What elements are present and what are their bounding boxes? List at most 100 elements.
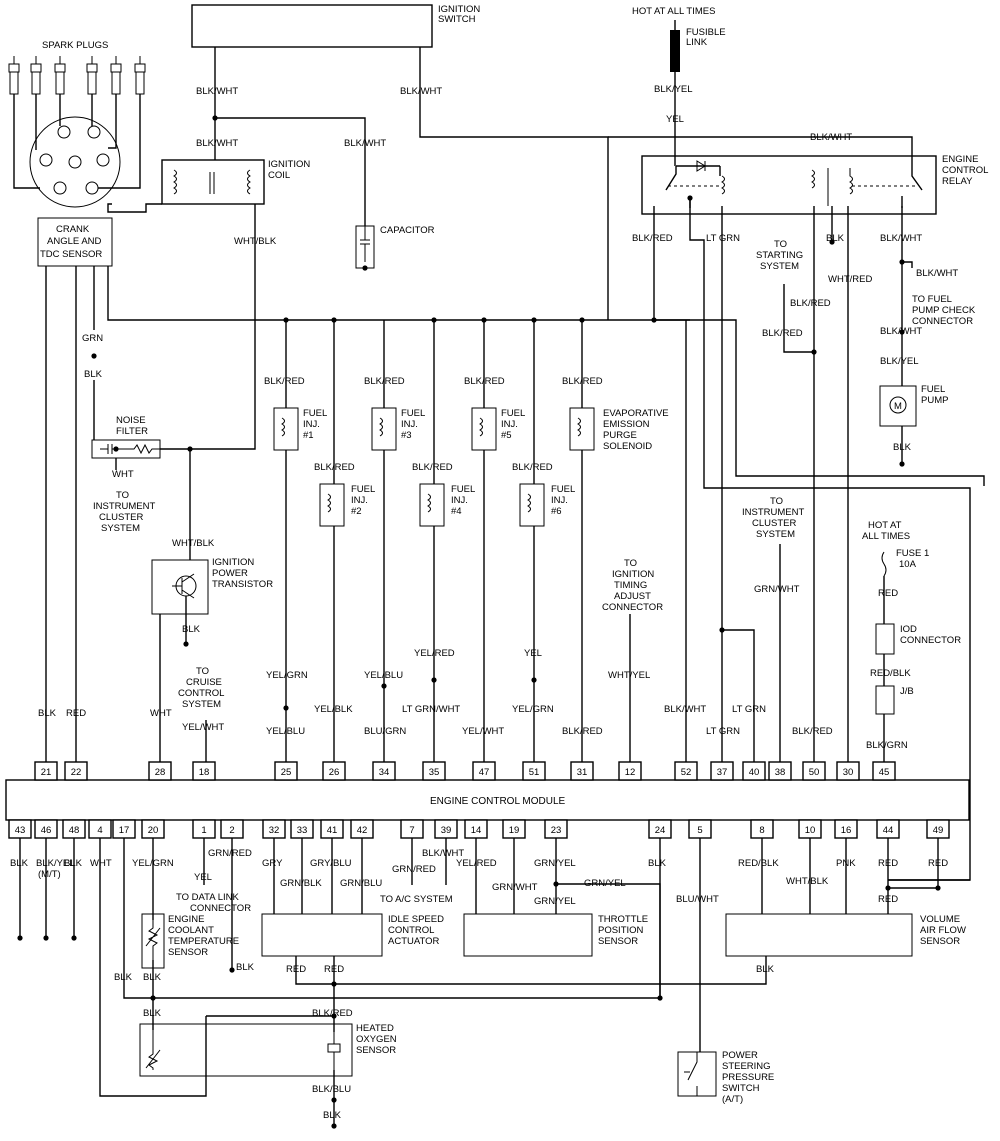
svg-text:BLK/RED: BLK/RED [762,328,803,339]
ecm-pin-number: 32 [269,825,280,836]
ecm-pin-number: 26 [329,767,340,778]
svg-text:GRN/YEL: GRN/YEL [534,896,576,907]
svg-text:RED: RED [878,588,898,599]
ecm-pin-number: 31 [577,767,588,778]
svg-text:TO: TO [774,239,787,250]
ecm-pin-number: 19 [509,825,520,836]
fuel-pump-box [879,385,917,427]
svg-text:WHT: WHT [112,469,134,480]
ecm-pin-46: 46 [34,819,58,839]
ecm-pin-40: 40 [742,761,766,781]
svg-text:SOLENOID: SOLENOID [603,441,652,452]
svg-text:CONNECTOR: CONNECTOR [190,903,251,914]
svg-text:EVAPORATIVE: EVAPORATIVE [603,408,669,419]
volume-air-flow-sensor-label: VOLUME AIR FLOW SENSOR [920,914,966,947]
svg-text:CONNECTOR: CONNECTOR [900,635,961,646]
svg-text:BLK/YEL: BLK/YEL [880,356,919,367]
svg-text:WHT/BLK: WHT/BLK [786,876,829,887]
ecm-pin-number: 4 [97,825,102,836]
svg-text:YEL/BLU: YEL/BLU [364,670,403,681]
svg-text:#2: #2 [351,506,362,517]
spark-plug-icon [8,56,20,95]
spark-plug-icon [30,56,42,95]
ignition-power-transistor-label: IGNITION POWER TRANSISTOR [212,557,273,590]
ecm-pin-35: 35 [422,761,446,781]
svg-text:RED: RED [286,964,306,975]
ecm-pin-number: 21 [41,767,52,778]
svg-text:BLK: BLK [323,1110,342,1121]
svg-text:CONTROL: CONTROL [942,165,988,176]
svg-text:SYSTEM: SYSTEM [101,523,140,534]
svg-text:RED: RED [324,964,344,975]
ecm-pin-51: 51 [522,761,546,781]
svg-text:TRANSISTOR: TRANSISTOR [212,579,273,590]
ecm-pin-1: 1 [192,819,216,839]
to-starting-system-label: TO STARTING SYSTEM [756,239,803,272]
svg-text:STEERING: STEERING [722,1061,771,1072]
ecm-pin-number: 7 [409,825,414,836]
transistor-icon [172,573,197,599]
ecm-pin-number: 28 [155,767,166,778]
svg-text:GRN/WHT: GRN/WHT [754,584,800,595]
ecm-pin-number: 25 [281,767,292,778]
svg-text:NOISE: NOISE [116,415,146,426]
fusible-link-label: FUSIBLE LINK [686,27,726,48]
svg-text:FUEL: FUEL [351,484,375,495]
svg-text:BLK: BLK [236,962,255,973]
volume-air-flow-sensor-box [725,913,913,957]
svg-text:WHT/BLK: WHT/BLK [172,538,215,549]
ecm-pin-number: 37 [717,767,728,778]
ecm-pin-49: 49 [926,819,950,839]
svg-text:BLK/RED: BLK/RED [792,726,833,737]
ecm-pin-8: 8 [750,819,774,839]
svg-text:COOLANT: COOLANT [168,925,214,936]
ecm-pin-number: 48 [69,825,80,836]
svg-text:IGNITION: IGNITION [212,557,254,568]
ecm-pin-number: 24 [655,825,666,836]
svg-text:RED/BLK: RED/BLK [870,668,911,679]
spark-plug-icon [86,56,98,95]
svg-text:RED/BLK: RED/BLK [738,858,779,869]
svg-text:BLU/WHT: BLU/WHT [676,894,719,905]
svg-text:BLK: BLK [826,233,845,244]
svg-text:TO: TO [770,496,783,507]
svg-text:#1: #1 [303,430,314,441]
ecm-pin-number: 16 [841,825,852,836]
svg-text:TO: TO [624,558,637,569]
spark-plug-icon [110,56,122,95]
ecm-pin-number: 10 [805,825,816,836]
svg-text:FUEL: FUEL [303,408,327,419]
ecm-pin-number: 18 [199,767,210,778]
svg-text:CONTROL: CONTROL [178,688,224,699]
svg-text:GRN/BLU: GRN/BLU [340,878,382,889]
throttle-position-sensor-label: THROTTLE POSITION SENSOR [598,914,648,947]
ecm-pin-48: 48 [62,819,86,839]
svg-text:#4: #4 [451,506,462,517]
svg-text:GRN/YEL: GRN/YEL [584,878,626,889]
svg-text:THROTTLE: THROTTLE [598,914,648,925]
svg-text:GRN: GRN [82,333,103,344]
svg-text:TO DATA LINK: TO DATA LINK [176,892,239,903]
svg-text:INJ.: INJ. [551,495,568,506]
svg-text:BLK/RED: BLK/RED [312,1008,353,1019]
ecm-pin-39: 39 [434,819,458,839]
ecm-pin-45: 45 [872,761,896,781]
svg-text:GRY: GRY [262,858,283,869]
ecm-pin-26: 26 [322,761,346,781]
svg-text:GRY/BLU: GRY/BLU [310,858,352,869]
ecm-pin-22: 22 [64,761,88,781]
junction-dots-top [91,115,905,711]
ecm-pin-number: 38 [775,767,786,778]
svg-text:YEL: YEL [666,114,684,125]
svg-text:BLK/RED: BLK/RED [412,462,453,473]
svg-text:BLK: BLK [143,1008,162,1019]
pressure-switch-icon [684,1052,698,1096]
svg-text:PUMP: PUMP [921,395,948,406]
